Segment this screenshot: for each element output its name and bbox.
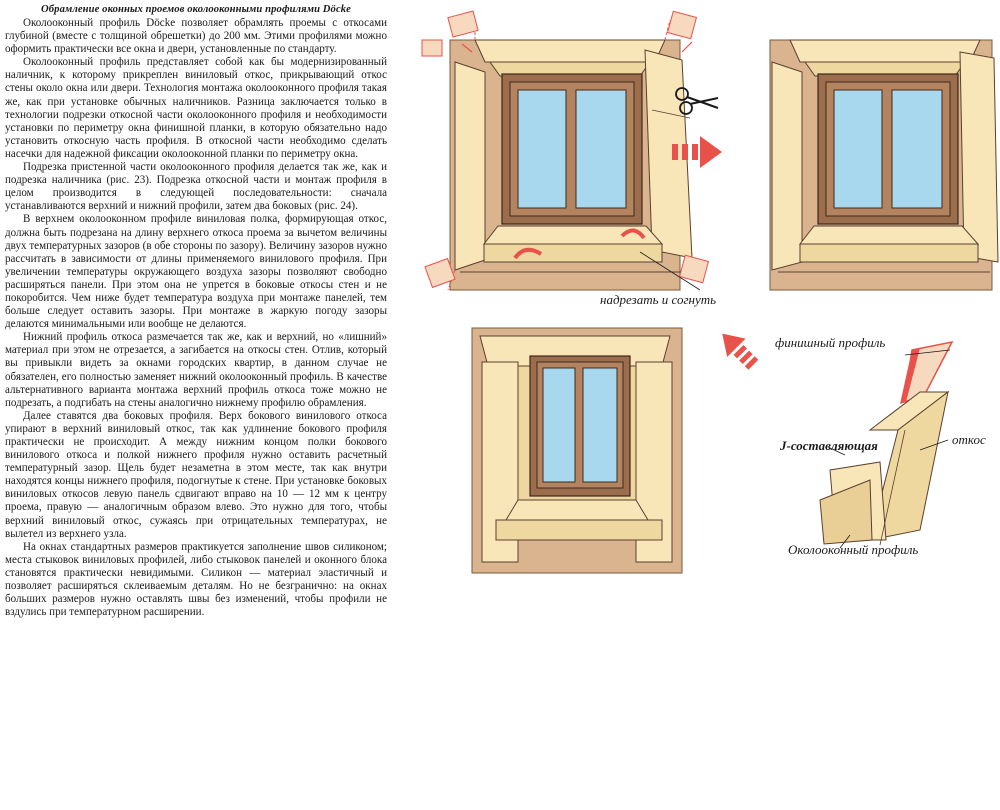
article-heading: Обрамление оконных проемов околооконными…	[41, 4, 351, 15]
paragraph-5: Нижний профиль откоса размечается так же…	[5, 331, 387, 409]
step-one-window	[421, 10, 710, 291]
paragraph-4: В верхнем околооконном профиле виниловая…	[5, 213, 387, 331]
label-window-profile: Околооконный профиль	[788, 542, 919, 557]
paragraph-2: Околооконный профиль представляет собой …	[5, 56, 387, 160]
paragraph-7: На окнах стандартных размеров практикует…	[5, 540, 387, 619]
illustration-svg	[421, 10, 999, 574]
profile-section	[819, 340, 954, 549]
arrow-down-left-icon	[722, 333, 759, 370]
paragraph-3: Подрезка пристенной части околооконного …	[5, 161, 387, 213]
arrow-right-icon	[672, 136, 722, 168]
label-j-component: J-составляющая	[780, 438, 878, 453]
label-cut-fold: надрезать и согнуть	[600, 292, 717, 307]
paragraph-1: Околооконный профиль Döcke позволяет обр…	[5, 17, 387, 56]
scissors-icon	[675, 87, 719, 115]
installation-illustration: надрезать и согнуть финишный профиль J-с…	[400, 0, 1000, 810]
step-three-window	[471, 327, 683, 574]
label-reveal: откос	[952, 432, 986, 447]
step-two-window	[769, 39, 999, 291]
label-finish-profile: финишный профиль	[775, 335, 886, 350]
article-text: Обрамление оконных проемов околооконными…	[5, 4, 387, 619]
paragraph-6: Далее ставятся два боковых профиля. Верх…	[5, 409, 387, 540]
